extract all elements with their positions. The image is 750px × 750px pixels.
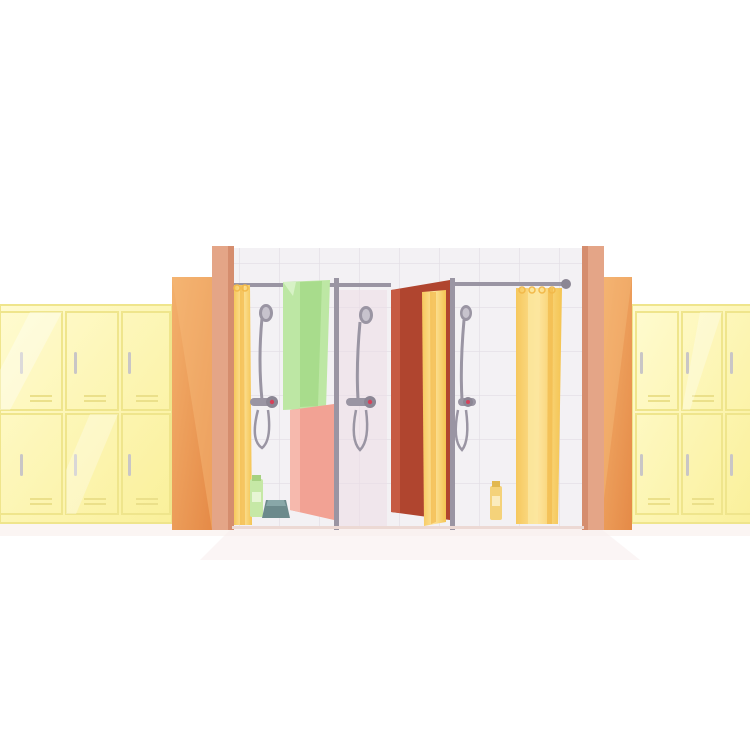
step-stool-icon — [262, 500, 290, 518]
floor-baseline — [232, 526, 584, 529]
right-end-panel — [600, 277, 632, 530]
shower-cubicle-1 — [233, 278, 339, 530]
right-pillar — [582, 246, 604, 530]
shower-curtain — [422, 290, 446, 526]
shower-head-icon — [253, 304, 273, 450]
shower-cubicle-2 — [339, 278, 455, 530]
left-pillar — [212, 246, 234, 530]
shower-mixer-icon — [250, 396, 278, 408]
shampoo-bottle-icon — [490, 481, 502, 520]
shower-cubicle-3 — [454, 279, 571, 524]
left-locker-bank — [0, 304, 173, 524]
shower-mixer-icon — [458, 397, 476, 407]
left-end-panel — [172, 277, 212, 530]
shampoo-bottle-icon — [250, 475, 263, 517]
shower-mixer-icon — [346, 396, 376, 408]
shower-door-pink — [290, 404, 334, 520]
shower-curtain — [233, 284, 252, 525]
shower-head-icon — [454, 305, 472, 452]
floor-reflection — [200, 528, 640, 560]
hanging-towel — [283, 280, 330, 410]
shower-curtain — [516, 286, 562, 524]
shower-head-icon — [352, 306, 373, 452]
right-locker-bank — [631, 304, 750, 524]
